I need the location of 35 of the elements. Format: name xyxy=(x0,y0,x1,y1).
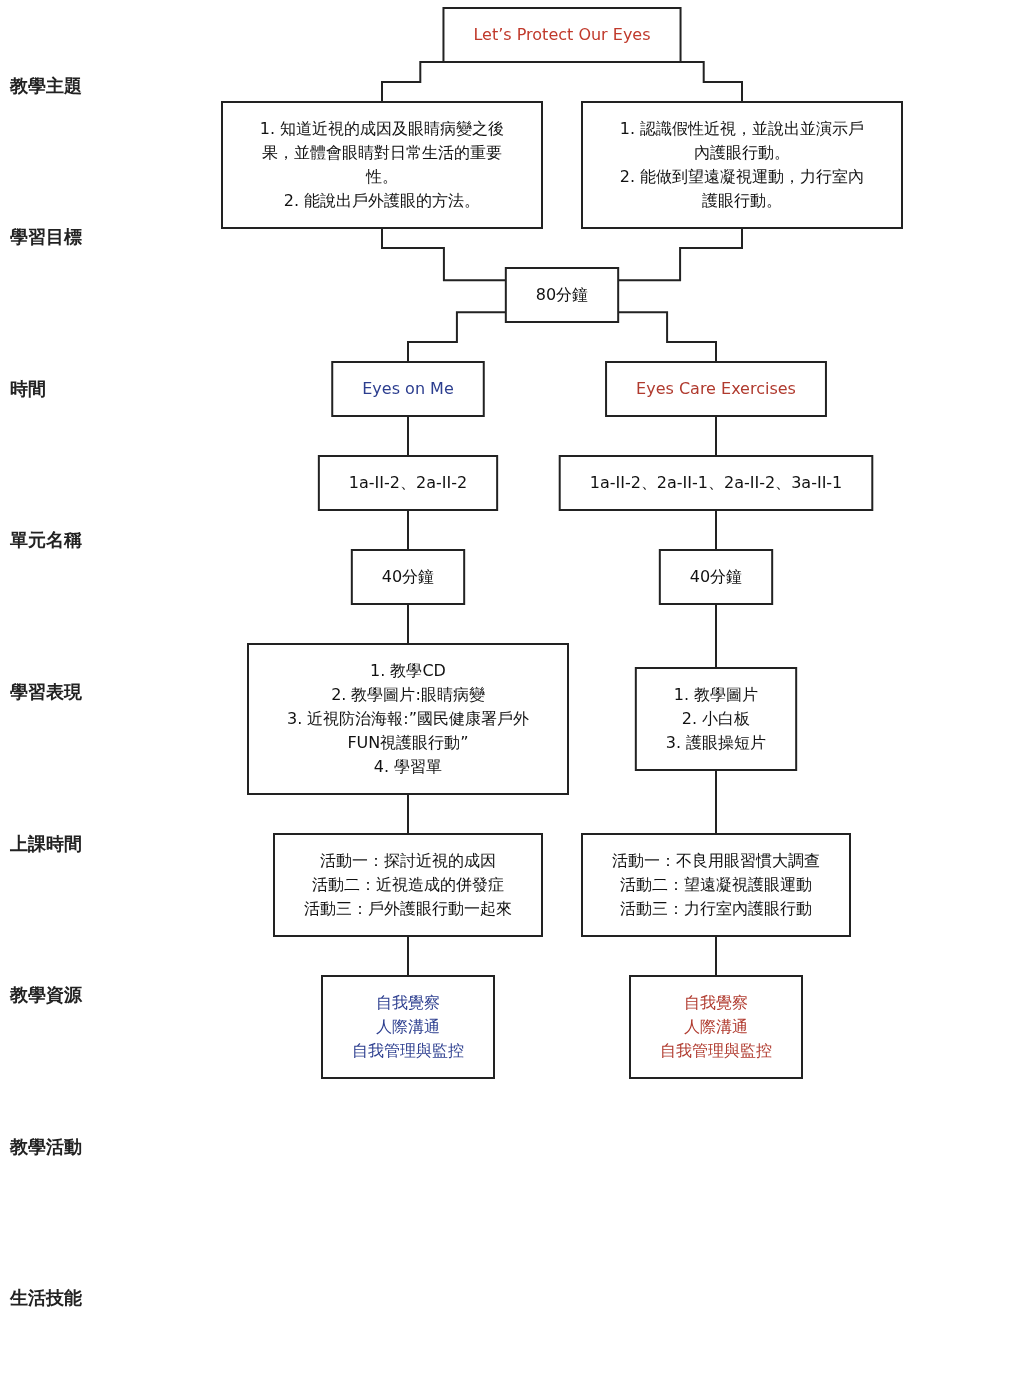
row-label: 教學主題 xyxy=(10,73,83,98)
connector xyxy=(407,793,409,835)
connector xyxy=(407,509,409,551)
node-box: 活動一：不良用眼習慣大調查 活動二：望遠凝視護眼運動 活動三：力行室內護眼行動 xyxy=(581,833,851,937)
node-box: 80分鐘 xyxy=(504,267,620,323)
node-box: 40分鐘 xyxy=(350,549,466,605)
connector xyxy=(715,935,717,977)
node-box: 1. 教學圖片 2. 小白板 3. 護眼操短片 xyxy=(634,667,798,771)
connector xyxy=(715,509,717,551)
connector xyxy=(715,603,717,669)
row-label: 學習目標 xyxy=(10,225,83,250)
node-box: 活動一：探討近視的成因 活動二：近視造成的併發症 活動三：戶外護眼行動一起來 xyxy=(273,833,543,937)
node-box: 1a-II-2、2a-II-1、2a-II-2、3a-II-1 xyxy=(558,455,874,511)
row-label: 生活技能 xyxy=(10,1286,83,1311)
row-label: 上課時間 xyxy=(10,831,83,856)
connector xyxy=(407,603,409,645)
row-label: 單元名稱 xyxy=(10,528,83,553)
node-box: Eyes on Me xyxy=(331,361,485,417)
connector xyxy=(407,935,409,977)
node-box: 40分鐘 xyxy=(658,549,774,605)
node-box: Let’s Protect Our Eyes xyxy=(442,7,682,63)
row-label: 教學資源 xyxy=(10,983,83,1008)
row-label: 學習表現 xyxy=(10,679,83,704)
node-box: 1a-II-2、2a-II-2 xyxy=(317,455,499,511)
node-box: 1. 知道近視的成因及眼睛病變之後果，並體會眼睛對日常生活的重要性。 2. 能說出戶外護眼的方法。 xyxy=(221,101,543,229)
connector xyxy=(407,415,409,457)
connector xyxy=(715,415,717,457)
connector xyxy=(715,769,717,835)
row-label: 時間 xyxy=(10,376,47,401)
node-box: Eyes Care Exercises xyxy=(605,361,827,417)
row-label: 教學活動 xyxy=(10,1134,83,1159)
node-box: 自我覺察 人際溝通 自我管理與監控 xyxy=(321,975,495,1079)
node-box: 1. 教學CD 2. 教學圖片:眼睛病變 3. 近視防治海報:”國民健康署戶外FUN視護眼行動” 4. 學習單 xyxy=(247,643,569,795)
node-box: 1. 認識假性近視，並說出並演示戶內護眼行動。 2. 能做到望遠凝視運動，力行室內護眼行動。 xyxy=(581,101,903,229)
node-box: 自我覺察 人際溝通 自我管理與監控 xyxy=(629,975,803,1079)
